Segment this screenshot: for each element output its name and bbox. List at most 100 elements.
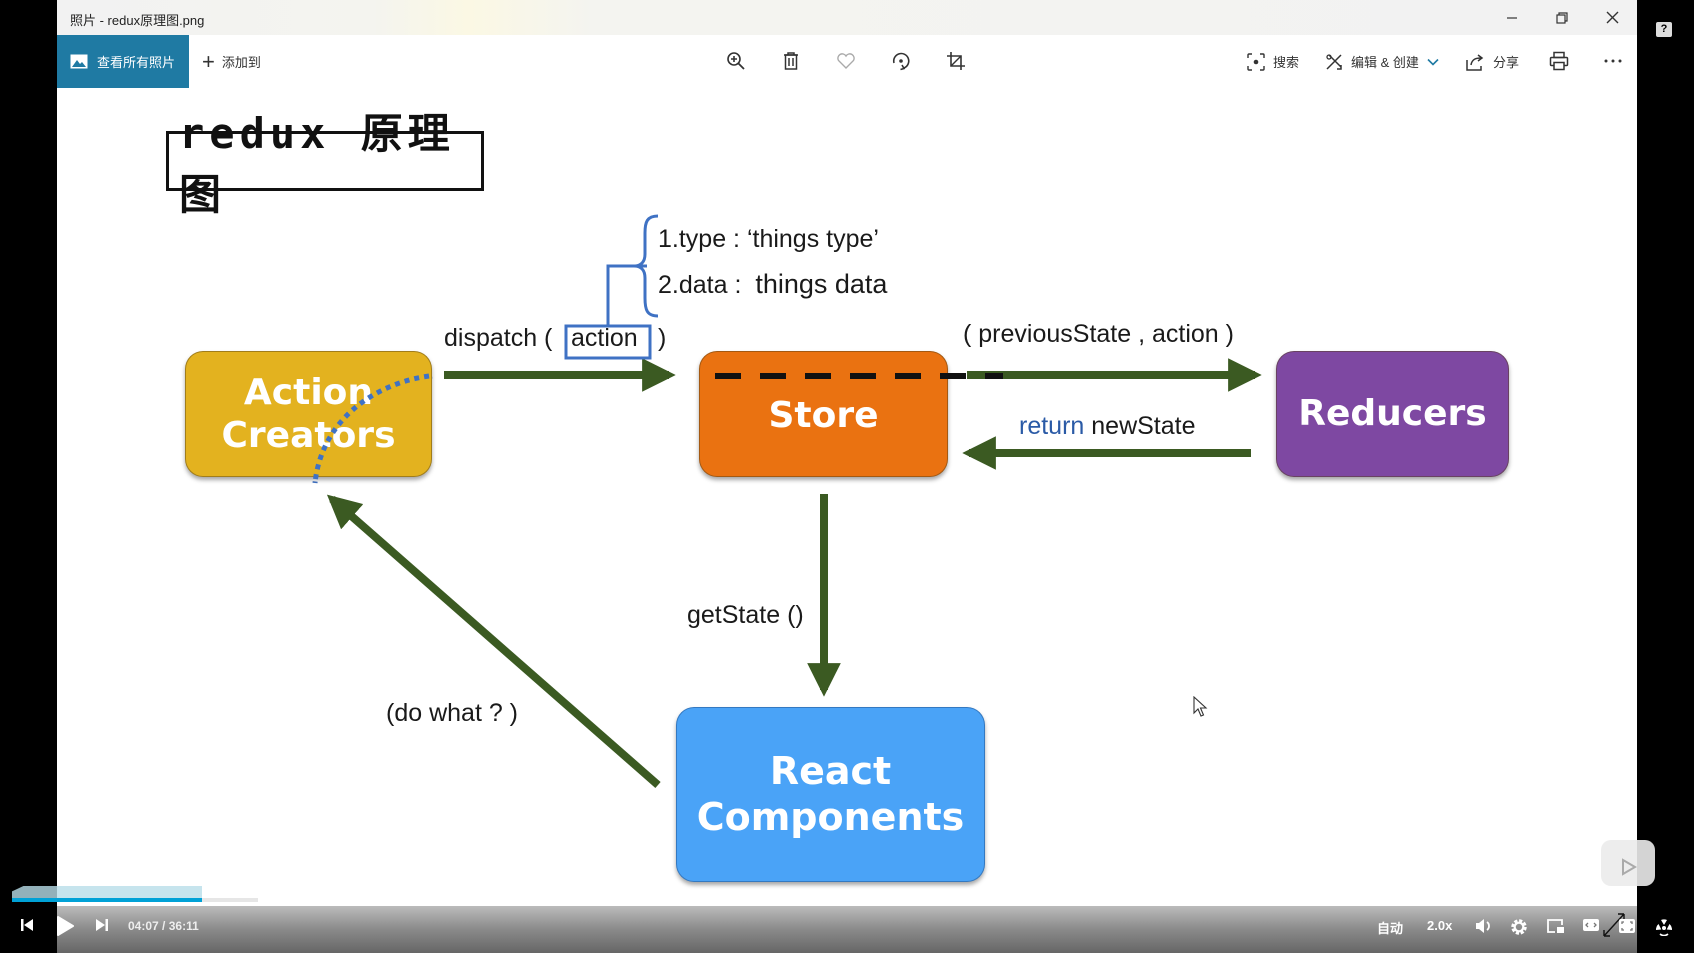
crop-button[interactable] bbox=[944, 49, 968, 73]
plus-icon: + bbox=[202, 48, 215, 74]
current-time: 04:07 bbox=[128, 919, 159, 933]
rotate-button[interactable] bbox=[889, 49, 913, 73]
action-connector bbox=[606, 264, 647, 326]
delete-button[interactable] bbox=[779, 49, 803, 73]
edit-create-label: 编辑 & 创建 bbox=[1351, 55, 1419, 70]
photo-icon bbox=[70, 54, 88, 69]
close-icon bbox=[1606, 11, 1618, 24]
minimize-icon bbox=[1507, 16, 1517, 19]
fullscreen-icon bbox=[1619, 919, 1635, 933]
search-button[interactable]: 搜索 bbox=[1247, 35, 1299, 88]
duration: 36:11 bbox=[168, 919, 199, 933]
do-what-label: (do what ? ) bbox=[386, 699, 519, 727]
delete-icon bbox=[784, 52, 798, 70]
zoom-in-icon bbox=[727, 52, 745, 70]
toolbar: 查看所有照片 + 添加到 搜索 编辑 & 创建 bbox=[57, 35, 1637, 88]
pip-icon bbox=[1547, 919, 1564, 933]
widescreen-button[interactable] bbox=[1582, 918, 1600, 932]
resize-cursor-icon bbox=[1602, 912, 1626, 938]
title-bar: 照片 - redux原理图.png bbox=[57, 0, 1637, 35]
play-icon bbox=[57, 916, 74, 936]
store-node: Store bbox=[699, 351, 948, 477]
add-to-button[interactable]: + 添加到 bbox=[202, 35, 261, 88]
progress-bar[interactable] bbox=[12, 898, 258, 902]
return-keyword: return bbox=[1019, 412, 1085, 440]
speed-label: 2.0x bbox=[1427, 918, 1453, 933]
danmaku-button[interactable] bbox=[1654, 918, 1674, 936]
play-button[interactable] bbox=[56, 916, 74, 936]
dispatch-action-label: action bbox=[571, 324, 638, 352]
do-what-arrow bbox=[326, 494, 661, 789]
settings-button[interactable] bbox=[1510, 918, 1528, 936]
view-all-photos-label: 查看所有照片 bbox=[97, 55, 176, 70]
curly-brace bbox=[633, 214, 659, 318]
print-button[interactable] bbox=[1547, 49, 1571, 73]
reducers-node: Reducers bbox=[1276, 351, 1509, 477]
get-state-label: getState () bbox=[687, 601, 804, 629]
search-label: 搜索 bbox=[1273, 55, 1300, 70]
danmaku-icon bbox=[1655, 919, 1673, 936]
mouse-cursor-icon bbox=[1193, 696, 1208, 717]
next-icon bbox=[96, 919, 108, 931]
previous-button[interactable] bbox=[20, 918, 34, 932]
data-label-value: things data bbox=[755, 269, 888, 299]
type-label: 1.type : ‘things type’ bbox=[658, 225, 879, 253]
progress-bar-fill bbox=[12, 898, 202, 902]
favorite-button[interactable] bbox=[834, 49, 858, 73]
edit-icon bbox=[1326, 53, 1342, 70]
window-title: 照片 - redux原理图.png bbox=[70, 13, 205, 28]
action-creators-line2: Creators bbox=[221, 415, 396, 456]
dispatch-label-prefix: dispatch ( bbox=[444, 324, 553, 352]
new-state-text: newState bbox=[1091, 412, 1196, 440]
photos-app-window: 照片 - redux原理图.png 查看所有照片 + 添加到 bbox=[57, 0, 1637, 953]
view-all-photos-button[interactable]: 查看所有照片 bbox=[57, 35, 189, 88]
zoom-in-button[interactable] bbox=[724, 49, 748, 73]
react-components-line1: React bbox=[769, 748, 892, 793]
heart-icon bbox=[837, 53, 855, 69]
data-label-prefix: 2.data : bbox=[658, 271, 749, 299]
react-components-line2: Components bbox=[696, 794, 965, 839]
help-icon[interactable]: ? bbox=[1656, 22, 1672, 37]
print-icon bbox=[1549, 51, 1569, 71]
fullscreen-button[interactable] bbox=[1618, 918, 1636, 934]
add-to-label: 添加到 bbox=[221, 55, 261, 70]
restore-icon bbox=[1556, 11, 1568, 24]
next-button[interactable] bbox=[95, 918, 109, 932]
left-letterbox bbox=[0, 0, 57, 953]
right-letterbox bbox=[1637, 0, 1694, 953]
previous-state-label: ( previousState , action ) bbox=[963, 320, 1234, 348]
return-new-state-label: return newState bbox=[1019, 412, 1196, 441]
edit-create-button[interactable]: 编辑 & 创建 bbox=[1325, 35, 1439, 88]
progress-preview-band bbox=[12, 886, 202, 898]
more-icon bbox=[1604, 59, 1622, 63]
chevron-down-icon bbox=[1427, 58, 1439, 66]
restore-button[interactable] bbox=[1537, 0, 1587, 35]
pip-button[interactable] bbox=[1546, 918, 1565, 934]
store-label: Store bbox=[768, 395, 879, 437]
widescreen-icon bbox=[1583, 919, 1599, 931]
share-button[interactable]: 分享 bbox=[1466, 35, 1519, 88]
rotate-icon bbox=[892, 52, 910, 71]
quality-button[interactable]: 自动 bbox=[1377, 918, 1403, 937]
more-button[interactable] bbox=[1601, 49, 1625, 73]
volume-icon bbox=[1476, 919, 1490, 933]
close-button[interactable] bbox=[1587, 0, 1637, 35]
tv-logo-icon bbox=[1601, 840, 1655, 886]
player-controls-background bbox=[57, 906, 1637, 953]
prev-icon bbox=[21, 919, 33, 931]
reducers-label: Reducers bbox=[1298, 393, 1487, 435]
share-label: 分享 bbox=[1493, 55, 1520, 70]
quality-label: 自动 bbox=[1377, 921, 1404, 936]
action-creators-line1: Action bbox=[243, 371, 374, 413]
time-separator: / bbox=[162, 919, 166, 933]
volume-button[interactable] bbox=[1475, 918, 1492, 934]
minimize-button[interactable] bbox=[1487, 0, 1537, 35]
settings-icon bbox=[1511, 919, 1527, 935]
share-icon bbox=[1466, 53, 1484, 71]
data-label: 2.data : things data bbox=[658, 269, 887, 300]
speed-button[interactable]: 2.0x bbox=[1427, 918, 1452, 933]
dispatch-label-suffix: ) bbox=[658, 324, 667, 352]
